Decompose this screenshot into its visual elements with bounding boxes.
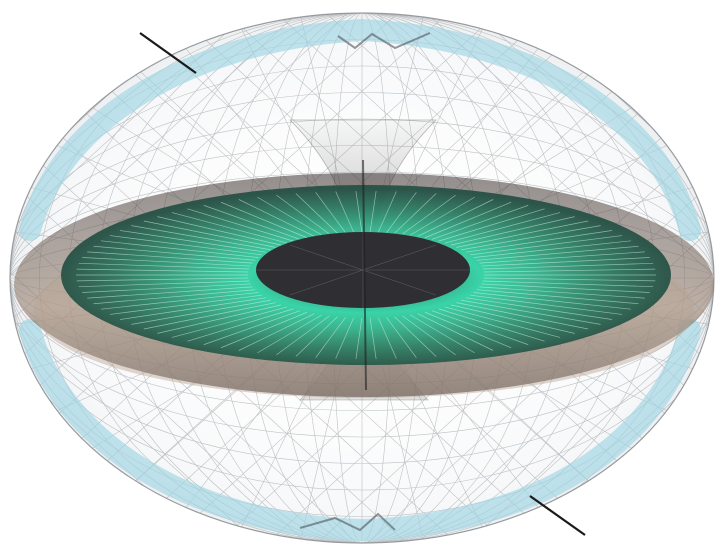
iris-fiber [394,316,437,357]
iris-fiber [417,313,494,351]
iris-fiber [456,302,589,330]
iris-fiber [120,297,266,320]
iris-fiber [335,317,354,359]
iris-fiber [470,235,623,256]
iris-fiber [355,191,363,233]
iris-fiber [402,194,456,235]
iris-fiber [187,208,294,242]
iris-fiber [131,299,271,325]
iris-fiber [444,306,561,338]
iris-fiber [120,230,266,253]
iris-fiber [483,277,656,282]
mesh-diagonal [461,13,714,543]
iris-fiber [171,212,288,244]
iris-fiber [295,193,338,234]
iris-fiber [378,191,397,233]
iris-fiber [143,220,276,248]
iris-fiber [369,191,377,233]
iris-fiber [238,313,315,351]
iris-fiber [109,235,262,256]
iris-fiber [101,240,259,258]
iris-fiber [402,315,456,356]
iris-fiber [276,194,330,235]
iris-fiber [479,286,645,299]
central-spindle [362,159,367,391]
iris-fiber [315,192,346,233]
iris-fiber [101,292,259,310]
iris-fiber [470,294,623,315]
iris-fiber [438,308,545,342]
iris-fiber [93,245,256,261]
iris-fiber [444,212,561,244]
iris-fiber [369,317,377,359]
iris-fiber [93,289,256,305]
iris-fiber [238,199,315,237]
iris-fiber [424,311,512,349]
iris-fiber [386,192,417,233]
iris-fiber [295,316,338,357]
iris-fiber [378,317,397,359]
iris-fiber [481,257,650,267]
iris-fiber [410,314,475,354]
iris-fiber [482,280,654,288]
iris-fiber [386,317,417,358]
iris-fiber [257,196,322,236]
iris-fiber [417,199,494,237]
iris-fiber [82,283,251,293]
iris-fiber [476,289,639,305]
iris-fiber [220,201,308,239]
iris-fiber [87,251,253,264]
iris-fiber [479,251,645,264]
iris-fiber [424,201,512,239]
iris-fiber [482,262,654,270]
iris-fiber [143,302,276,330]
iris-fiber [476,245,639,261]
pupil-mesh [256,232,470,308]
iris-fiber [171,306,288,338]
iris-fibers [76,191,656,359]
iris-fiber [187,308,294,342]
iris-fiber [335,191,354,233]
iris-fiber [315,317,346,358]
iris-fiber [394,193,437,234]
bottom-right-leader [529,495,586,536]
iris-fiber [466,297,612,320]
iris-fiber [410,196,475,236]
iris-fiber [203,310,301,345]
iris-fiber [203,205,301,240]
outer-shell-band-bottom [19,319,701,542]
iris-fiber [76,277,249,282]
iris-fiber [450,304,575,334]
iris-fiber [82,257,251,267]
iris-fiber [78,280,250,288]
iris-fiber [450,216,575,246]
iris-fiber [431,205,529,240]
iris-fiber [461,299,601,325]
iris-fiber [257,314,322,354]
iris-fiber [276,315,330,356]
iris-fiber [481,283,650,293]
iris-fiber [157,216,282,246]
iris-fiber [438,208,545,242]
iris-fiber [473,240,631,258]
outer-shell-band-top [19,18,701,241]
iris-fiber [473,292,631,310]
band-notch-top [337,32,431,50]
iris-fiber [461,225,601,251]
iris-fiber [355,317,363,359]
iris-fiber [220,311,308,349]
iris-fiber [131,225,271,251]
top-left-leader [139,32,197,74]
iris-fiber [109,294,262,315]
iris-fiber [483,268,656,273]
iris-fiber [157,304,282,334]
iris-fiber [78,262,250,270]
iris-fiber [76,268,249,273]
iris-fiber [431,310,529,345]
iris-fiber [87,286,253,299]
band-notch-bottom [299,512,396,532]
iris-fiber [466,230,612,253]
iris-fiber [456,220,589,248]
